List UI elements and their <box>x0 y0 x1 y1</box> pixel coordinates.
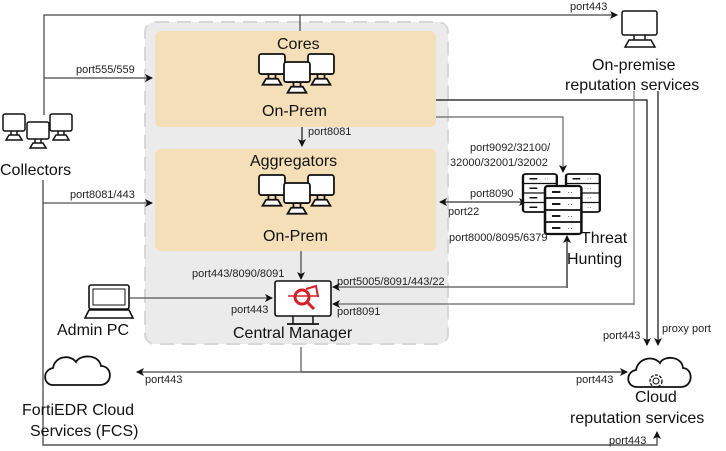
port-label: port443 <box>570 1 608 13</box>
port-label: port8081 <box>308 126 352 138</box>
port-label: port8090 <box>470 188 514 200</box>
aggregators-title: Aggregators <box>250 153 338 170</box>
cloud-reputation-line1: Cloud <box>635 389 677 406</box>
threat-hunting-icon <box>521 172 601 236</box>
port-label: port443 <box>576 374 614 386</box>
collectors-label: Collectors <box>0 162 72 179</box>
onprem-reputation-line1: On-premise <box>592 57 676 74</box>
onprem-reputation-line2: reputation services <box>565 77 700 94</box>
port-label: port443/8090/8091 <box>192 268 285 280</box>
admin-pc-label: Admin PC <box>57 322 130 339</box>
cloud-reputation-line2: reputation services <box>570 410 705 427</box>
central-manager-label: Central Manager <box>233 325 353 342</box>
edge-collectors-onprem-rep <box>43 11 618 115</box>
collectors-icon <box>2 113 73 149</box>
port-label: port8000/8095/6379 <box>449 232 548 244</box>
threat-hunting-line2: Hunting <box>567 251 623 268</box>
edge-collectors-cloud-bottom <box>42 180 661 446</box>
gear-icon <box>649 374 663 388</box>
admin-pc-icon <box>83 284 135 319</box>
port-label: port5005/8091/443/22 <box>337 276 445 288</box>
central-manager-icon <box>274 280 332 325</box>
port-label: port8081/443 <box>70 189 135 201</box>
aggregators-subtitle: On-Prem <box>263 228 328 245</box>
port-label: port9092/32100/ <box>470 142 551 154</box>
port-label: port443 <box>603 330 641 342</box>
cores-subtitle: On-Prem <box>262 103 327 120</box>
threat-hunting-line1: Threat <box>581 230 628 247</box>
port-label: port8091 <box>337 306 381 318</box>
port-label: port22 <box>448 206 480 218</box>
cloud-reputation-icon <box>627 357 692 388</box>
port-label: port443 <box>231 304 269 316</box>
port-label: 32000/32001/32002 <box>450 157 548 169</box>
fcs-line1: FortiEDR Cloud <box>22 402 135 419</box>
port-label: proxy port <box>662 323 711 335</box>
cores-title: Cores <box>277 36 320 53</box>
port-label: port443 <box>145 374 183 386</box>
fcs-cloud-icon <box>44 355 111 386</box>
fortiedr-logo-icon <box>288 284 319 311</box>
port-label: port555/559 <box>76 64 135 76</box>
fcs-line2: Services (FCS) <box>30 423 139 440</box>
edge-cores-threat <box>436 116 567 173</box>
port-label: port443 <box>609 435 647 447</box>
onprem-reputation-icon <box>621 10 658 48</box>
edge-cores-cloud <box>436 99 651 346</box>
